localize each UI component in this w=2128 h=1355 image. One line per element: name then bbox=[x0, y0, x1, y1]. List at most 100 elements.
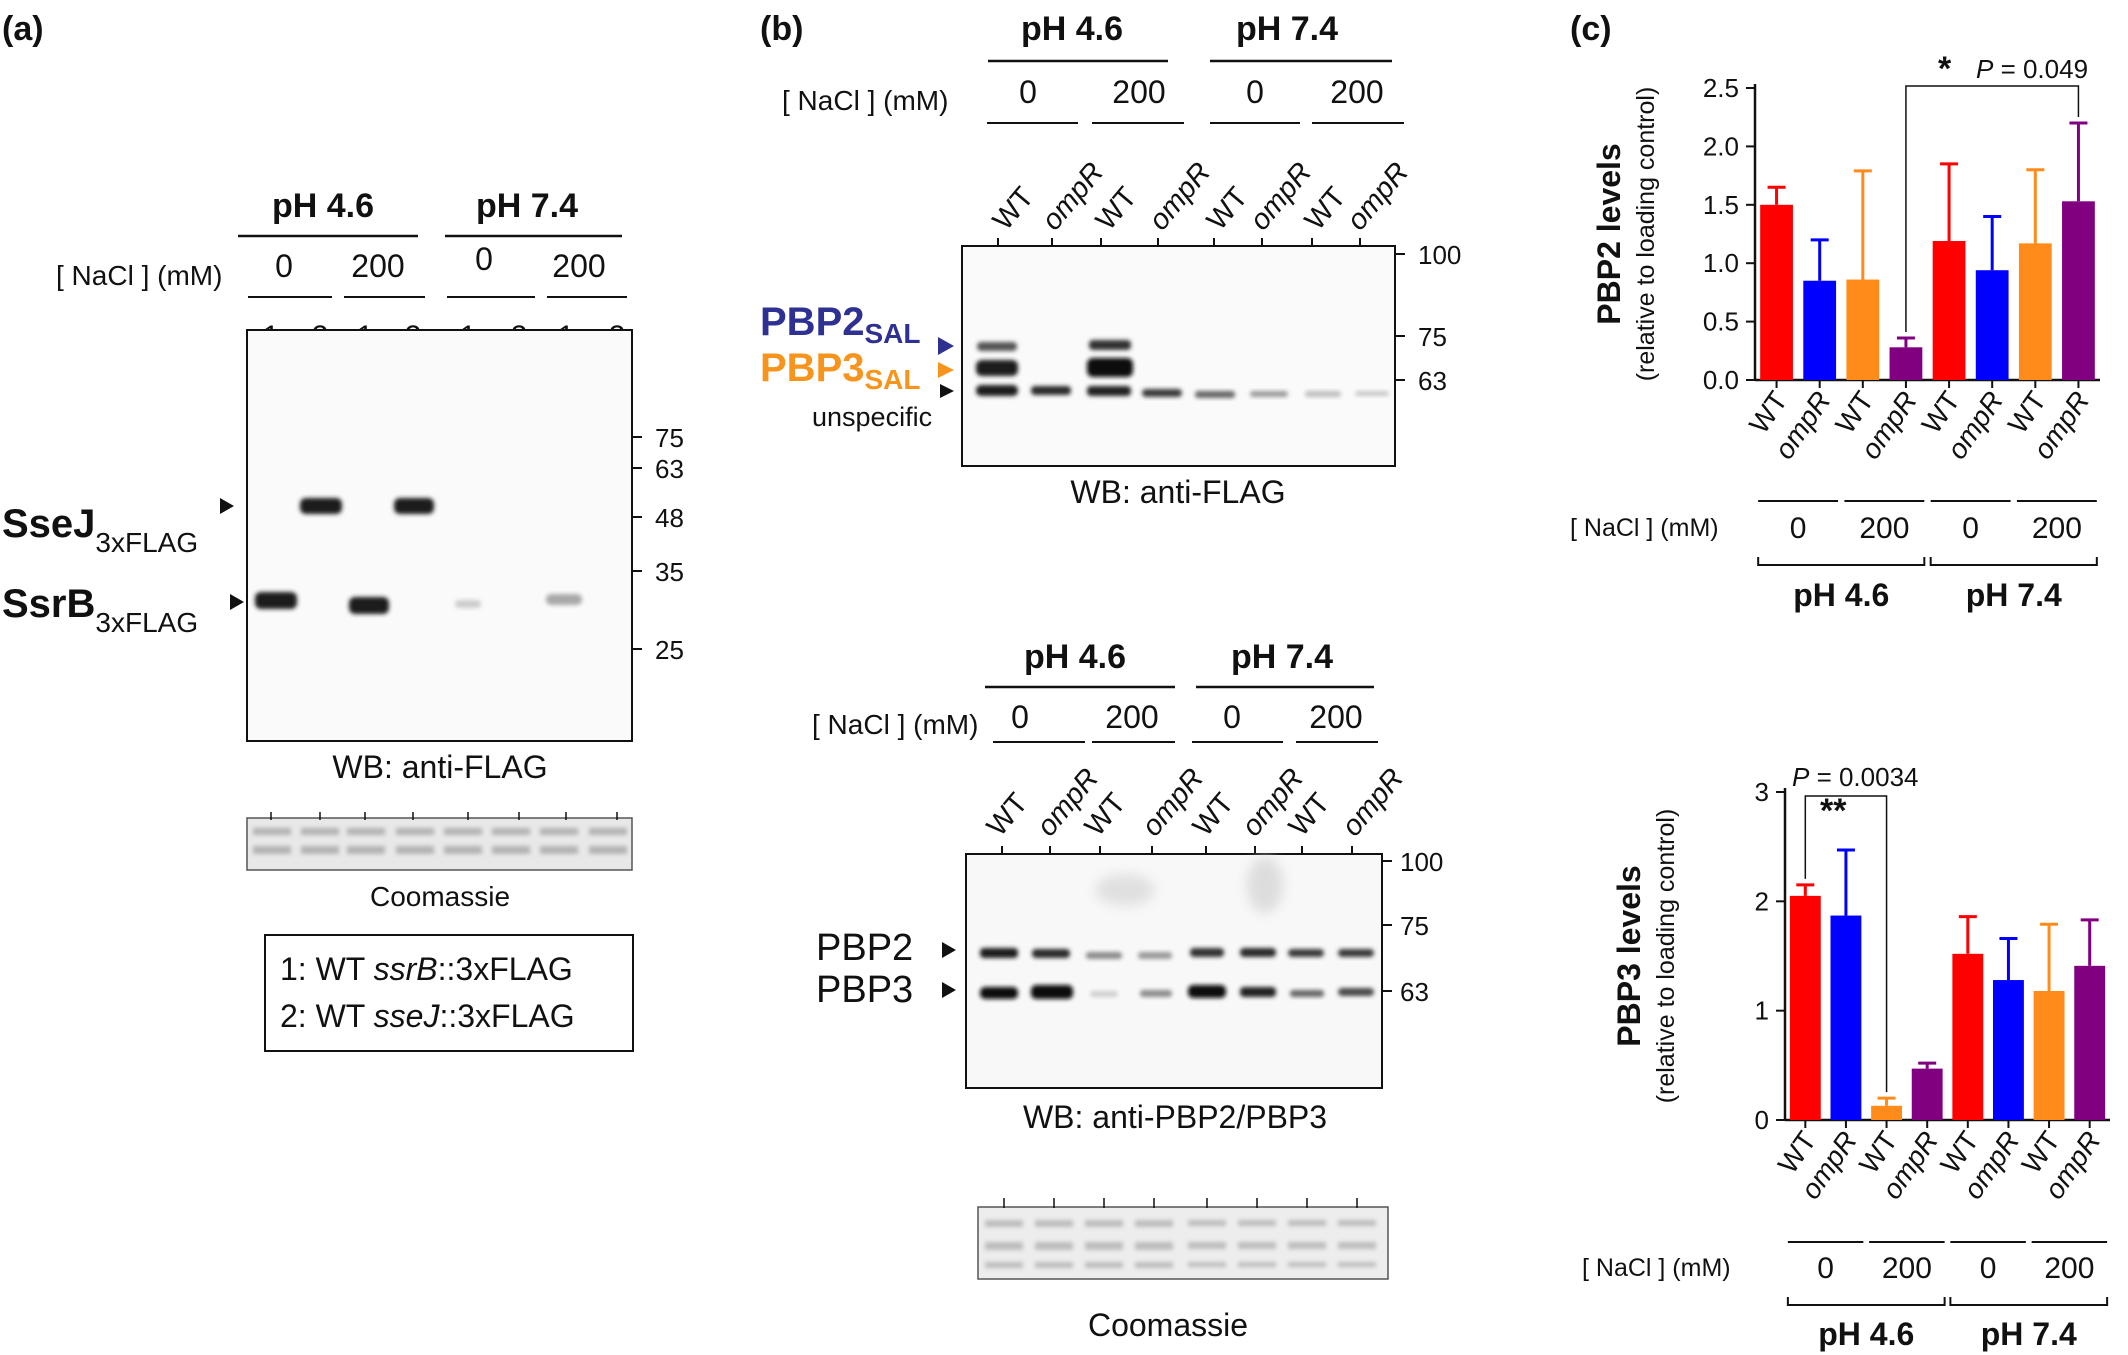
coomassie-gel-a bbox=[246, 812, 633, 871]
y-tick-label: 2 bbox=[1755, 886, 1769, 916]
band-unspecific bbox=[1142, 389, 1182, 397]
nacl-value: 200 bbox=[552, 248, 605, 284]
y-tick-label: 0 bbox=[1755, 1105, 1769, 1135]
band-unspecific bbox=[1305, 391, 1341, 397]
band-ssej bbox=[300, 498, 342, 514]
nacl-label: [ NaCl ] (mM) bbox=[782, 85, 948, 116]
band-pbp3 bbox=[980, 987, 1018, 999]
marker-label: 100 bbox=[1400, 847, 1443, 877]
nacl-group-label: [ NaCl ] (mM) bbox=[1570, 514, 1719, 542]
marker-label: 63 bbox=[1400, 977, 1429, 1007]
nacl-value: 200 bbox=[1105, 699, 1158, 735]
y-tick-label: 0.0 bbox=[1703, 365, 1739, 395]
wb-caption: WB: anti-PBP2/PBP3 bbox=[1023, 1099, 1327, 1135]
marker-label: 75 bbox=[655, 423, 684, 453]
lane-labels: WT ompR WT ompR WT ompR WT ompR bbox=[981, 763, 1410, 843]
bar bbox=[1846, 279, 1880, 380]
nacl-value: 0 bbox=[475, 241, 493, 277]
band-ssrb bbox=[255, 592, 297, 609]
ph-group-label: pH 4.6 bbox=[1793, 577, 1889, 613]
arrow-head-icon bbox=[938, 362, 954, 378]
band-label-ssej: SseJ3xFLAG bbox=[2, 502, 198, 558]
nacl-group-value: 0 bbox=[1817, 1252, 1834, 1285]
marker-ladder-a: 75 63 48 35 25 bbox=[632, 423, 684, 665]
band-ssrb bbox=[349, 597, 389, 614]
panel-c-label: (c) bbox=[1570, 10, 1612, 48]
band-pbp3 bbox=[1240, 987, 1276, 997]
band-unspecific bbox=[1355, 391, 1389, 396]
bar bbox=[1932, 241, 1966, 380]
y-tick-label: 0.5 bbox=[1703, 307, 1739, 337]
band-pbp3 bbox=[1338, 988, 1374, 996]
significance-bracket bbox=[1804, 795, 1888, 1093]
band-label-ssrb: SsrB3xFLAG bbox=[2, 582, 198, 638]
panel-a: (a) pH 4.6 pH 7.4 [ NaCl ] (mM) 0 200 0 … bbox=[2, 10, 684, 1052]
bar bbox=[2033, 990, 2065, 1120]
bar bbox=[1952, 953, 1984, 1120]
nacl-group-value: 200 bbox=[2032, 512, 2082, 545]
band-ssrb-faint bbox=[455, 600, 481, 608]
band-pbp2 bbox=[1190, 948, 1224, 957]
p-value-label: P = 0.049 bbox=[1976, 54, 2088, 84]
band-unspecific bbox=[1250, 391, 1288, 397]
marker-label: 75 bbox=[1400, 911, 1429, 941]
band-label-pbp2: PBP2 bbox=[816, 927, 913, 969]
nacl-value: 200 bbox=[1112, 74, 1165, 110]
band-pbp2 bbox=[1086, 952, 1122, 959]
nacl-group-value: 200 bbox=[2044, 1252, 2094, 1285]
marker-label: 35 bbox=[655, 557, 684, 587]
p-value-label: P = 0.0034 bbox=[1792, 762, 1919, 792]
arrow-head-icon bbox=[938, 337, 954, 355]
y-tick-label: 1 bbox=[1755, 996, 1769, 1026]
ph-header-2: pH 7.4 bbox=[476, 187, 578, 225]
nacl-group-label: [ NaCl ] (mM) bbox=[1582, 1254, 1731, 1282]
coomassie-gel-b bbox=[977, 1198, 1389, 1280]
marker-label: 75 bbox=[1418, 322, 1447, 352]
significance-stars: ** bbox=[1820, 792, 1847, 830]
nacl-label: [ NaCl ] (mM) bbox=[56, 260, 222, 291]
lane-label: WT bbox=[1201, 181, 1255, 236]
arrow-head-icon bbox=[230, 594, 244, 610]
panel-b-bottom: pH 4.6 pH 7.4 [ NaCl ] (mM) 0 200 0 200 … bbox=[812, 638, 1443, 1343]
y-tick-label: 1.0 bbox=[1703, 248, 1739, 278]
y-axis-subtitle: (relative to loading control) bbox=[1652, 809, 1680, 1104]
nacl-group-value: 0 bbox=[1962, 512, 1979, 545]
bar bbox=[1871, 1105, 1902, 1120]
legend-line-2: 2: WT sseJ::3xFLAG bbox=[280, 998, 575, 1034]
bar bbox=[1760, 204, 1793, 380]
bar bbox=[2062, 201, 2095, 380]
coomassie-label-b: Coomassie bbox=[1088, 1307, 1248, 1343]
band-pbp3 bbox=[976, 360, 1018, 376]
y-tick-label: 3 bbox=[1755, 777, 1769, 807]
marker-label: 63 bbox=[1418, 366, 1447, 396]
ph-group-bracket bbox=[1757, 557, 1926, 566]
panel-b-top: pH 4.6 pH 7.4 [ NaCl ] (mM) 0 200 0 200 … bbox=[760, 10, 1461, 510]
nacl-value: 200 bbox=[1309, 699, 1362, 735]
band-pbp2 bbox=[1138, 952, 1172, 959]
panel-b: (b) pH 4.6 pH 7.4 [ NaCl ] (mM) 0 200 0 … bbox=[760, 10, 1461, 1343]
y-axis-title: PBP3 levels bbox=[1611, 865, 1647, 1046]
band-label-pbp2-sal: PBP2SAL bbox=[760, 300, 921, 349]
arrow-head-icon bbox=[942, 982, 956, 998]
bar bbox=[1911, 1068, 1943, 1120]
band-pbp2 bbox=[1089, 340, 1131, 350]
band-pbp2 bbox=[1338, 949, 1374, 957]
ph-group-bracket bbox=[1786, 1297, 1946, 1306]
band-pbp2 bbox=[977, 342, 1017, 351]
y-axis-title: PBP2 levels bbox=[1591, 143, 1627, 324]
nacl-value: 200 bbox=[351, 248, 404, 284]
marker-label: 63 bbox=[655, 454, 684, 484]
nacl-value: 0 bbox=[1019, 74, 1037, 110]
marker-label: 25 bbox=[655, 635, 684, 665]
marker-label: 48 bbox=[655, 503, 684, 533]
lane-label: WT bbox=[981, 787, 1035, 842]
legend-line-1: 1: WT ssrB::3xFLAG bbox=[280, 951, 573, 987]
nacl-value: 0 bbox=[1246, 74, 1264, 110]
y-tick-label: 2.5 bbox=[1703, 73, 1739, 103]
nacl-group-value: 200 bbox=[1859, 512, 1909, 545]
blot-a-frame bbox=[246, 329, 633, 742]
ph-header-1: pH 4.6 bbox=[1024, 638, 1126, 676]
blot-frame bbox=[965, 853, 1383, 1089]
